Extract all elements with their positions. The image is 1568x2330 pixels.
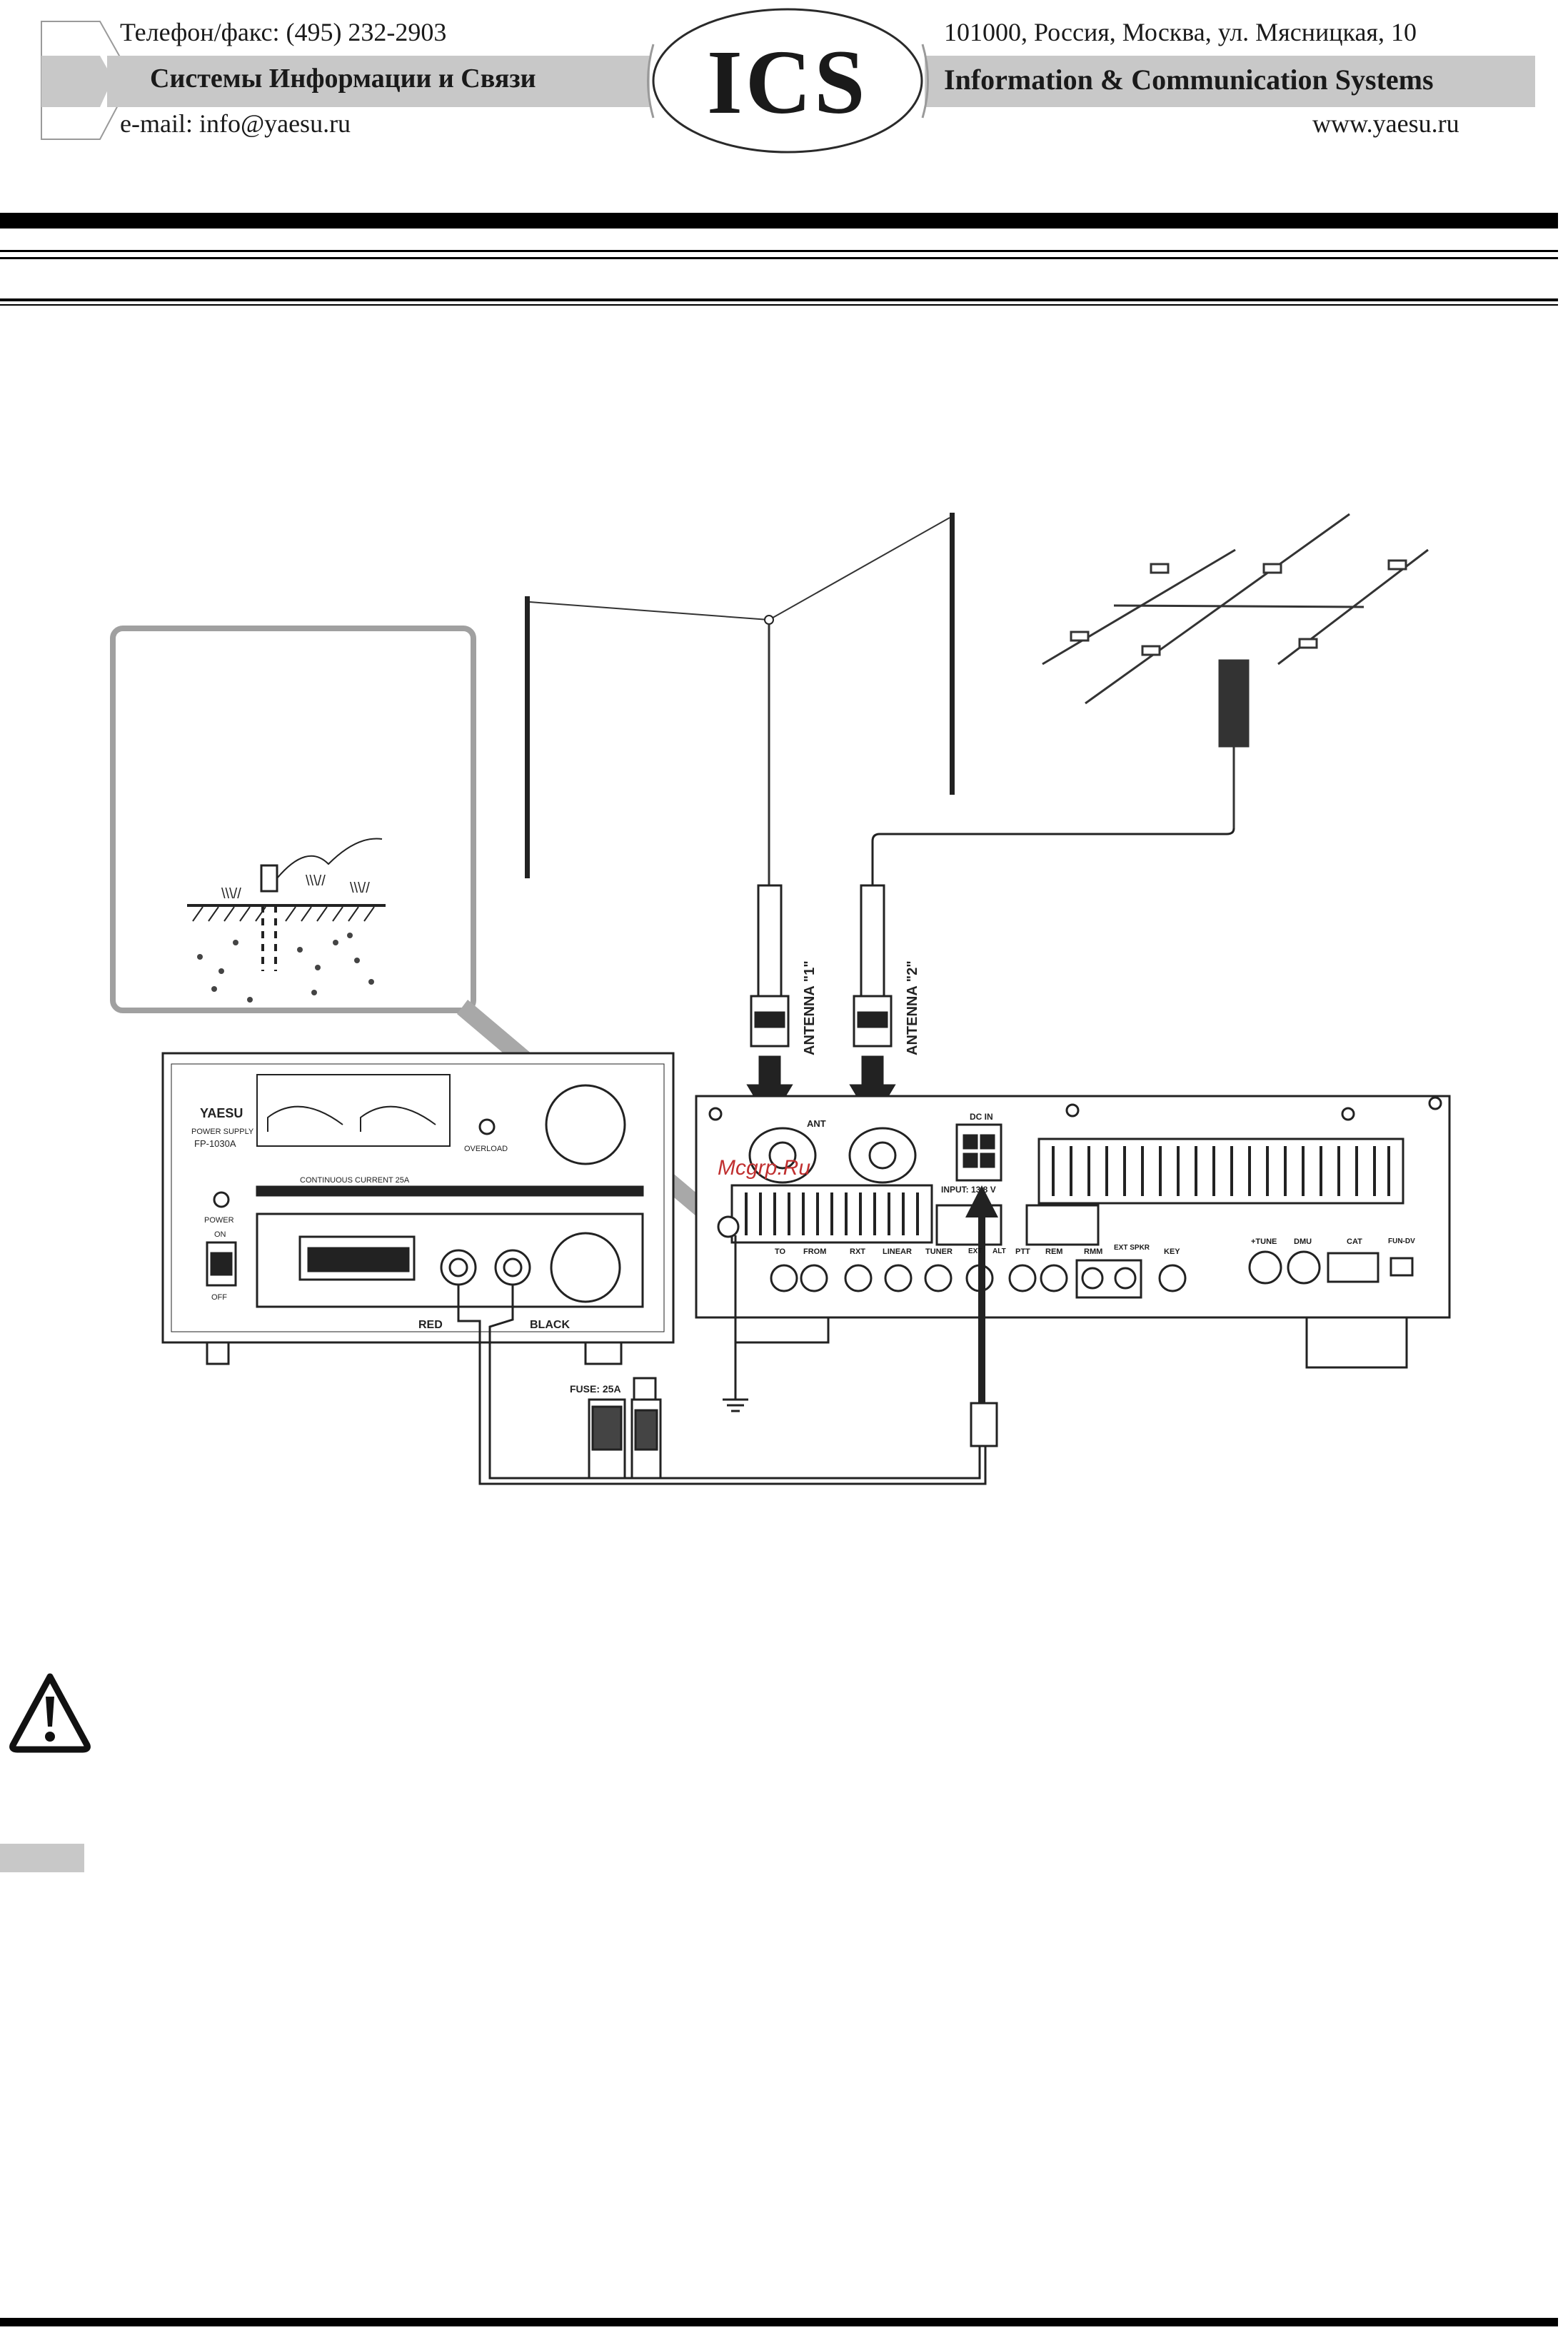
top-rule-thin-4 [0, 304, 1558, 306]
svg-text:\\\//: \\\// [221, 886, 241, 902]
coax-cables [746, 828, 1235, 1123]
rear-label-rem: REM [1045, 1247, 1063, 1256]
top-rule-thick [0, 213, 1558, 229]
psu-black-label: BLACK [530, 1319, 570, 1331]
section-marker [0, 1844, 84, 1872]
yagi-antenna [1042, 513, 1429, 828]
dipole-antenna [525, 513, 955, 885]
header-website: www.yaesu.ru [1312, 109, 1459, 138]
transceiver-rear [695, 1095, 1451, 1369]
psu-overload: OVERLOAD [464, 1145, 508, 1153]
rear-label-alt: ALT [992, 1247, 1006, 1255]
dc-in-label: DC IN [970, 1112, 993, 1122]
rear-label-cat: CAT [1347, 1237, 1362, 1246]
rear-label-dmu: DMU [1294, 1237, 1312, 1246]
header-phone: Телефон/факс: (495) 232-2903 [120, 18, 447, 46]
vent-slots [745, 1146, 1390, 1235]
rear-label-key: KEY [1164, 1247, 1180, 1256]
ant-label: ANT [807, 1118, 826, 1129]
header-graphic [41, 8, 1535, 154]
input-label: INPUT: 13.8 V [941, 1185, 996, 1195]
rear-label-ext-spkr: EXT SPKR [1114, 1244, 1150, 1252]
rear-label-ptt: PTT [1015, 1247, 1030, 1256]
top-rule-thin-1 [0, 250, 1558, 252]
rear-label-tune: +TUNE [1251, 1237, 1277, 1246]
svg-text:\\\//: \\\// [350, 880, 370, 896]
warning-triangle-icon [9, 1673, 91, 1753]
rear-label-to: TO [775, 1247, 786, 1256]
dc-arrow [965, 1185, 998, 1403]
dc-cable [457, 1285, 998, 1485]
top-rule-thin-2 [0, 257, 1558, 259]
rear-label-tuner: TUNER [925, 1247, 953, 1256]
svg-text:\\\//: \\\// [306, 873, 326, 889]
header-logo: ICS [707, 31, 868, 133]
antenna-1-label: ANTENNA "1" [802, 960, 818, 1055]
fuse-label: FUSE: 25A [570, 1383, 621, 1395]
ground-symbol [723, 1235, 748, 1412]
psu-meter-label: CONTINUOUS CURRENT 25A [300, 1176, 410, 1185]
antenna-2-label: ANTENNA "2" [905, 960, 920, 1055]
rear-label-fun-dv: FUN-DV [1388, 1237, 1415, 1245]
rear-label-ext: EXT [968, 1247, 982, 1255]
header-company-ru: Системы Информации и Связи [150, 64, 536, 94]
rear-label-from: FROM [803, 1247, 827, 1256]
psu-subtitle: POWER SUPPLY [191, 1128, 254, 1136]
psu-brand: YAESU [200, 1106, 243, 1120]
bottom-rule [0, 2318, 1558, 2326]
rear-label-rmm: RMM [1084, 1247, 1103, 1256]
rear-label-rxt: RXT [850, 1247, 865, 1256]
header-address: 101000, Россия, Москва, ул. Мясницкая, 1… [944, 18, 1417, 46]
psu-on: ON [214, 1230, 226, 1239]
top-rule-thin-3 [0, 298, 1558, 301]
header-company-en: Information & Communication Systems [944, 64, 1434, 96]
power-supply [161, 1052, 675, 1365]
watermark: Mcgrp.Ru [718, 1156, 810, 1180]
psu-model: FP-1030A [194, 1138, 236, 1149]
psu-power: POWER [204, 1216, 234, 1225]
psu-red-label: RED [418, 1319, 443, 1331]
header-email: e-mail: info@yaesu.ru [120, 109, 351, 138]
psu-off: OFF [211, 1293, 227, 1302]
rear-label-linear: LINEAR [883, 1247, 912, 1256]
